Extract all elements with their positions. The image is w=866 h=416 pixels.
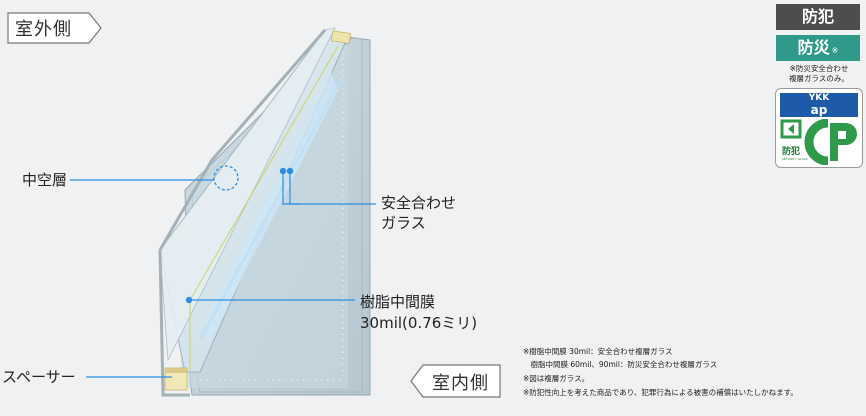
ap-logo-text: ap [810, 103, 828, 117]
cp-security-mark: YKK ap 防犯 SECURITY GLASS [775, 88, 863, 168]
resin-film-label-2: 30mil(0.76ミリ) [360, 314, 478, 332]
footnote-2: 樹脂中間膜 60mil、90mil：防災安全合わせ複層ガラス [523, 360, 718, 369]
hollow-layer-label: 中空層 [22, 171, 68, 189]
indoor-side-label: 室内側 [432, 373, 489, 394]
cp-label: 防犯 SECURITY GLASS [782, 144, 808, 161]
crime-prevention-badge: 防犯 [776, 4, 860, 30]
disaster-prevention-mark: ※ [831, 46, 839, 55]
footnote-3: ※図は複層ガラス。 [523, 374, 590, 383]
indoor-side-tag: 室内側 [410, 364, 501, 398]
spacer-top [330, 30, 352, 44]
disaster-prevention-note-1: ※防災安全合わせ [789, 64, 849, 73]
outdoor-side-tag: 室外側 [7, 12, 102, 44]
resin-film-label-1: 樹脂中間膜 [360, 293, 436, 311]
safety-glass-label-1: 安全合わせ [381, 194, 457, 212]
outdoor-side-label: 室外側 [15, 19, 72, 40]
cp-label-text: 防犯 [782, 147, 801, 157]
footnote-4: ※防犯性向上を考えた商品であり、犯罪行為による被害の補償はいたしかねます。 [523, 388, 798, 397]
cp-logo [780, 119, 857, 165]
disaster-prevention-note-2: 複層ガラスのみ。 [789, 74, 849, 83]
disaster-prevention-note: ※防災安全合わせ 複層ガラスのみ。 [774, 64, 864, 84]
hollow-layer-marker [213, 165, 239, 191]
disaster-prevention-text: 防災 [797, 38, 830, 57]
footnote-1: ※樹脂中間膜 30mil：安全合わせ複層ガラス [523, 347, 673, 356]
ykk-ap-logo: YKK ap [780, 93, 858, 117]
spacer-label: スペーサー [2, 368, 76, 386]
ykk-logo-text: YKK [808, 93, 830, 103]
safety-glass-label-2: ガラス [381, 214, 426, 232]
disaster-prevention-badge: 防災※ [776, 35, 860, 61]
cp-label-small: SECURITY GLASS [782, 157, 808, 161]
